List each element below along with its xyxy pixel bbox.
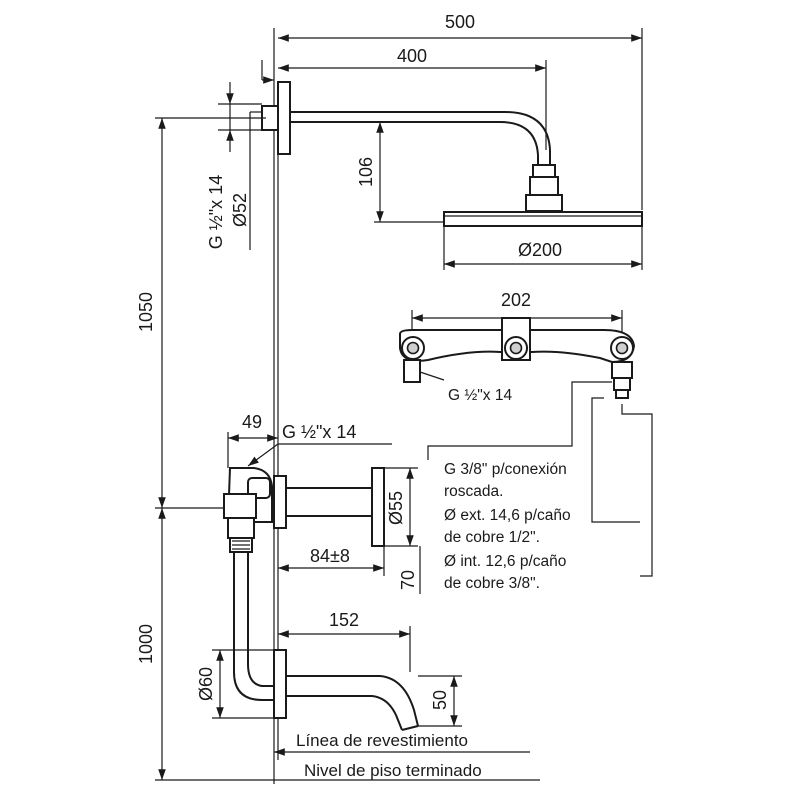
dim-500-label: 500 xyxy=(445,12,475,32)
floor-line-label: Nivel de piso terminado xyxy=(304,761,482,780)
dimension-flange: G ½"x 14 Ø52 xyxy=(206,60,274,250)
connection-note: G 3/8" p/conexión roscada. Ø ext. 14,6 p… xyxy=(444,461,571,592)
note-line-2: roscada. xyxy=(444,483,503,500)
dim-152-label: 152 xyxy=(329,610,359,630)
dimension-106: 106 xyxy=(356,121,505,223)
dimension-70: 70 xyxy=(398,546,421,594)
dim-52-label: Ø52 xyxy=(230,193,250,227)
note-line-4: de cobre 1/2". xyxy=(444,529,540,546)
dim-400-label: 400 xyxy=(397,46,427,66)
spout xyxy=(233,552,419,731)
dim-70-label: 70 xyxy=(398,570,418,590)
note-leaders xyxy=(427,381,653,577)
dimension-84: 84±8 xyxy=(278,546,385,576)
dimension-1000: 1000 xyxy=(136,507,274,781)
wall-line-label: Línea de revestimiento xyxy=(296,731,468,750)
note-line-5: Ø int. 12,6 p/caño xyxy=(444,553,566,570)
mixer-thread-label: G ½"x 14 xyxy=(282,422,356,442)
shower-head xyxy=(443,211,643,227)
dimension-400: 400 xyxy=(278,46,547,150)
dimension-152: 152 xyxy=(278,610,411,672)
dim-200-label: Ø200 xyxy=(518,240,562,260)
mixer-valve-side: 49 G ½"x 14 xyxy=(223,412,392,553)
dim-49-label: 49 xyxy=(242,412,262,432)
note-line-3: Ø ext. 14,6 p/caño xyxy=(444,507,571,524)
dim-1050-label: 1050 xyxy=(136,292,156,332)
floor-reference: Nivel de piso terminado xyxy=(274,761,540,781)
dim-106-label: 106 xyxy=(356,157,376,187)
dim-84-label: 84±8 xyxy=(310,546,350,566)
shower-arm xyxy=(261,81,563,212)
note-line-6: de cobre 3/8". xyxy=(444,575,540,592)
dim-60-label: Ø60 xyxy=(196,667,216,701)
dimension-50: 50 xyxy=(418,675,462,727)
dim-202-label: 202 xyxy=(501,290,531,310)
dim-1000-label: 1000 xyxy=(136,624,156,664)
dim-thread-label: G ½"x 14 xyxy=(206,175,226,249)
note-line-1: G 3/8" p/conexión xyxy=(444,461,567,478)
dimension-500: 500 xyxy=(278,12,643,210)
dimension-200: Ø200 xyxy=(443,226,643,270)
valve-body-top-view: 202 G ½"x 14 xyxy=(399,290,636,404)
dim-55-label: Ø55 xyxy=(386,491,406,525)
dimension-1050: 1050 xyxy=(136,117,266,508)
dimension-60: Ø60 xyxy=(196,649,274,719)
valve-thread-label: G ½"x 14 xyxy=(448,387,512,404)
dim-50-label: 50 xyxy=(430,690,450,710)
dimension-55: Ø55 xyxy=(384,467,418,547)
wall-finish-reference: Línea de revestimiento xyxy=(274,731,530,756)
